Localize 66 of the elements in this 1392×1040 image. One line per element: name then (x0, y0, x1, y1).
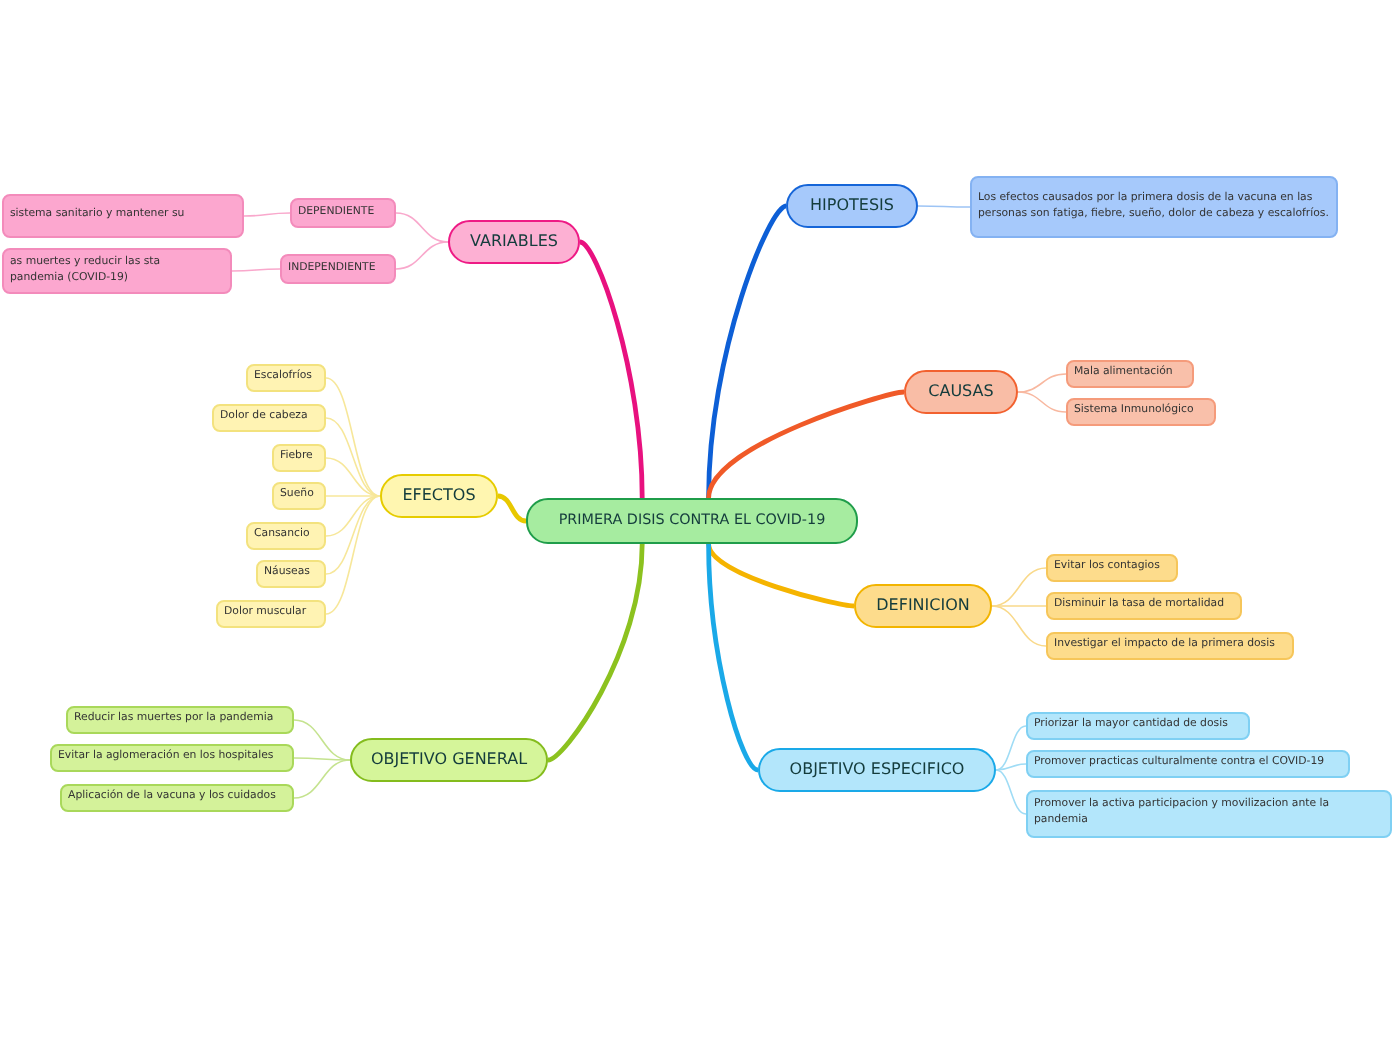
subtopic-box (2, 194, 244, 238)
connector-line (706, 203, 788, 499)
connector-line (995, 769, 1027, 815)
subtopic-box (1046, 554, 1178, 582)
subtopic-box (970, 176, 1338, 238)
topic-box (448, 220, 580, 264)
connector-line (1017, 373, 1067, 393)
topic-text: OBJETIVO ESPECIFICO (789, 758, 965, 782)
connector-line (325, 377, 381, 497)
topic-text: HIPOTESIS (810, 194, 894, 218)
subtopic-box (50, 744, 294, 772)
connector-line (706, 389, 905, 499)
topic-box (854, 584, 992, 628)
topic-text: OBJETIVO GENERAL (370, 748, 528, 772)
topic-box (904, 370, 1018, 414)
connector-line (706, 543, 760, 773)
subtopic-box (1026, 790, 1392, 838)
subtopic-box (2, 248, 232, 294)
subtopic-box (212, 404, 326, 432)
connector-line (293, 759, 351, 799)
connector-line (995, 763, 1027, 771)
subtopic-box (66, 706, 294, 734)
subtopic-box (1026, 712, 1250, 740)
subtopic-box (272, 482, 326, 510)
subtopic-box (290, 198, 396, 228)
connector-line (991, 605, 1047, 647)
topic-text: CAUSAS (928, 380, 994, 404)
topic-text: EFECTOS (402, 484, 476, 508)
connector-line (995, 725, 1027, 771)
topic-text: DEFINICION (876, 594, 970, 618)
topic-box (786, 184, 918, 228)
central-topic (526, 498, 858, 544)
subtopic-box (216, 600, 326, 628)
connector-line (991, 605, 1047, 607)
connector-line (578, 239, 645, 499)
subtopic-box (256, 560, 326, 588)
topic-box (758, 748, 996, 792)
connector-line (325, 417, 381, 497)
connector-line (706, 543, 855, 609)
connector-line (325, 495, 381, 615)
connector-line (1017, 391, 1067, 413)
connector-line (325, 495, 381, 575)
connector-line (991, 567, 1047, 607)
subtopic-box (1026, 750, 1350, 778)
connector-line (395, 241, 449, 270)
topic-text: VARIABLES (470, 230, 558, 254)
subtopic-box (1066, 360, 1194, 388)
connector-line (917, 205, 971, 208)
connector-line (243, 212, 291, 217)
connector-line (497, 493, 527, 524)
subtopic-box (60, 784, 294, 812)
topic-box (350, 738, 548, 782)
subtopic-box (272, 444, 326, 472)
subtopic-box (246, 364, 326, 392)
connector-line (231, 268, 281, 272)
connector-line (293, 757, 351, 761)
subtopic-box (1046, 592, 1242, 620)
subtopic-box (280, 254, 396, 284)
connector-line (325, 495, 381, 537)
connector-line (325, 457, 381, 497)
topic-box (380, 474, 498, 518)
subtopic-box (1066, 398, 1216, 426)
subtopic-box (1046, 632, 1294, 660)
connector-line (395, 212, 449, 243)
connector-line (547, 543, 645, 763)
subtopic-box (246, 522, 326, 550)
